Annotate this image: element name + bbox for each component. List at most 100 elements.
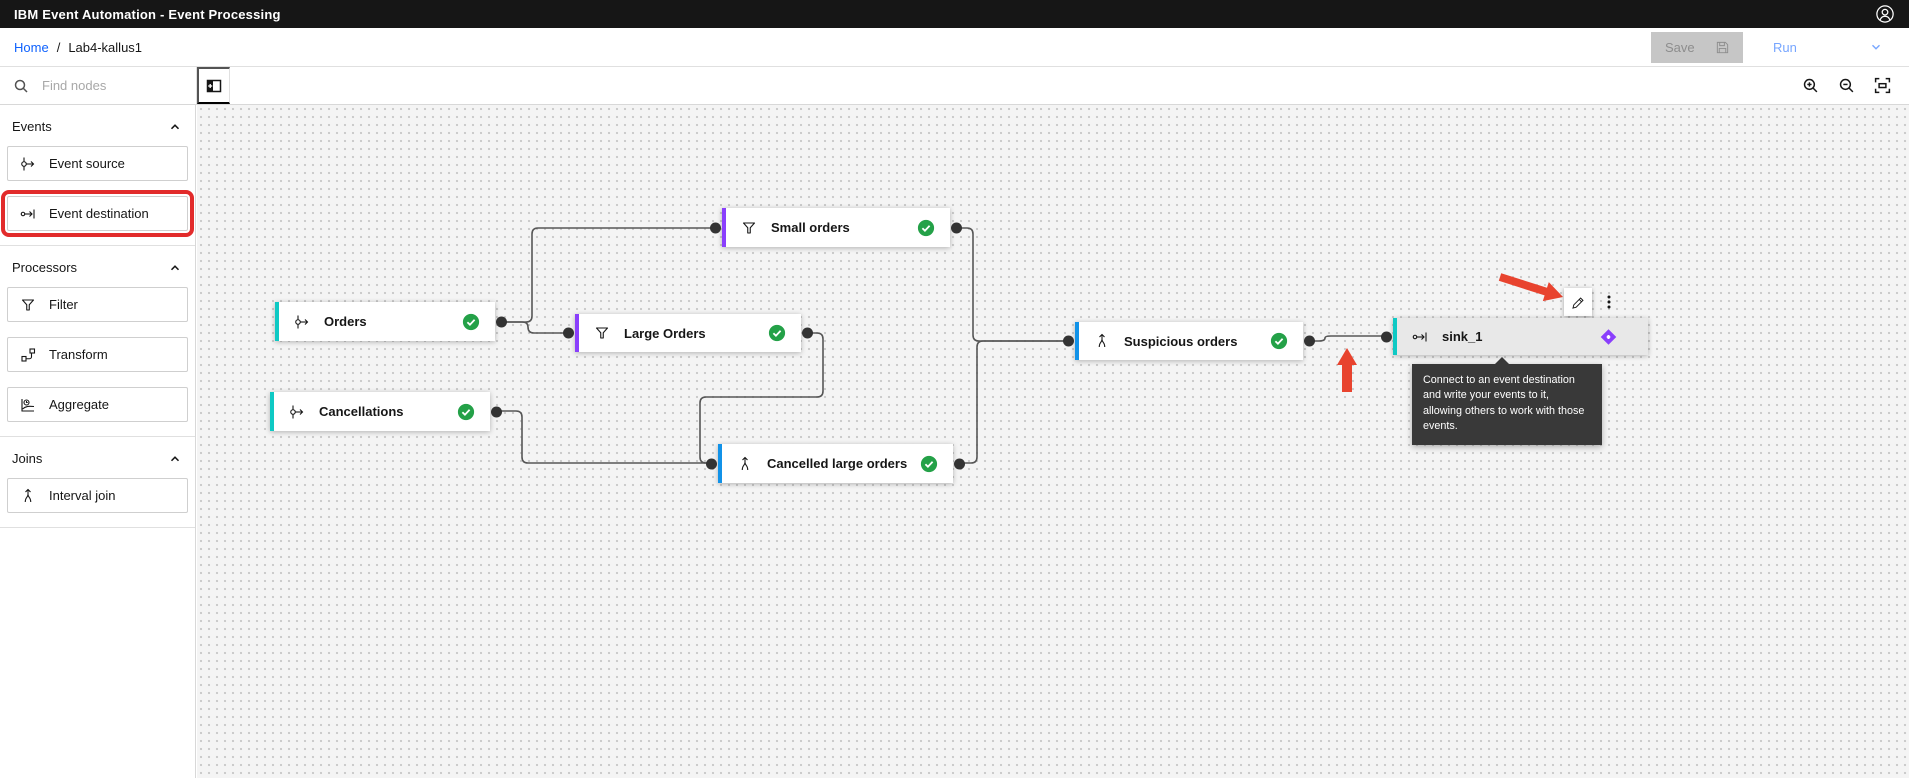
breadcrumb: Home / Lab4-kallus1 — [0, 40, 142, 55]
app-title: IBM Event Automation - Event Processing — [14, 6, 281, 22]
annotation-arrow-diagonal — [1498, 273, 1563, 302]
edit-node-button[interactable] — [1564, 288, 1592, 316]
filter-icon — [741, 220, 757, 236]
output-port[interactable] — [951, 222, 962, 233]
palette-item-event-source[interactable]: Event source — [7, 146, 188, 181]
node-tooltip: Connect to an event destination and writ… — [1412, 356, 1602, 446]
node-label: Orders — [324, 314, 367, 329]
run-button[interactable]: Run — [1757, 32, 1899, 63]
palette-item-label: Event source — [49, 156, 125, 171]
node-label: sink_1 — [1442, 329, 1483, 344]
zoom-controls — [1797, 67, 1909, 104]
action-buttons: Save Run — [1651, 31, 1909, 63]
breadcrumb-home-link[interactable]: Home — [14, 39, 49, 55]
input-port[interactable] — [710, 222, 721, 233]
canvas-node-small-orders[interactable]: Small orders — [710, 208, 962, 247]
output-port[interactable] — [954, 458, 965, 469]
zoom-in-icon — [1802, 77, 1819, 94]
section-header-events[interactable]: Events — [7, 115, 188, 146]
output-port[interactable] — [1304, 335, 1315, 347]
canvas-node-large-orders[interactable]: Large Orders — [563, 314, 813, 352]
palette-item-filter[interactable]: Filter — [7, 287, 188, 322]
user-avatar-icon — [1875, 4, 1895, 24]
section-header-processors[interactable]: Processors — [7, 256, 188, 287]
find-nodes-input[interactable] — [40, 77, 174, 94]
user-menu-button[interactable] — [1875, 4, 1895, 24]
input-port[interactable] — [1381, 331, 1392, 342]
node-label: Cancelled large orders — [767, 456, 908, 471]
output-port[interactable] — [802, 327, 813, 339]
chevron-up-icon — [168, 120, 182, 134]
edges — [496, 227, 1387, 464]
section-header-joins[interactable]: Joins — [7, 447, 188, 478]
node-overflow-menu-button[interactable] — [1596, 288, 1622, 316]
event-source-icon — [294, 314, 310, 330]
fit-to-screen-button[interactable] — [1869, 73, 1895, 99]
edge-suspicious-orders-to-sink_1[interactable] — [1309, 335, 1387, 342]
fit-to-screen-icon — [1874, 77, 1891, 94]
valid-check-icon — [768, 324, 786, 342]
canvas-node-sink_1[interactable]: sink_1 — [1381, 318, 1648, 355]
canvas-node-suspicious-orders[interactable]: Suspicious orders — [1063, 322, 1315, 360]
event-source-icon — [289, 404, 305, 420]
zoom-out-icon — [1838, 77, 1855, 94]
canvas-toolbar — [0, 67, 1909, 105]
palette-item-event-destination[interactable]: Event destination — [1, 190, 194, 237]
filter-icon — [20, 297, 36, 313]
canvas[interactable]: Connect to an event destination and writ… — [197, 105, 1909, 778]
node-accent-bar — [275, 302, 279, 341]
output-port[interactable] — [491, 406, 502, 417]
canvas-node-orders[interactable]: Orders — [275, 302, 507, 341]
join-icon — [737, 456, 753, 472]
aggregate-icon — [20, 397, 36, 413]
save-button-label: Save — [1665, 39, 1695, 55]
edge-large-orders-to-cancelled-large-orders[interactable] — [699, 332, 824, 464]
valid-check-icon — [462, 313, 480, 331]
edge-small-orders-to-suspicious-orders[interactable] — [956, 227, 1069, 342]
join-icon — [20, 488, 36, 504]
palette-item-aggregate[interactable]: Aggregate — [7, 387, 188, 422]
node-label: Suspicious orders — [1124, 333, 1238, 349]
section-label: Joins — [12, 451, 43, 466]
node-label: Small orders — [771, 220, 850, 235]
palette-item-label: Aggregate — [49, 397, 109, 412]
palette-item-transform[interactable]: Transform — [7, 337, 188, 372]
event-destination-icon — [20, 206, 36, 222]
input-port[interactable] — [1063, 335, 1074, 347]
edge-cancelled-large-orders-to-suspicious-orders[interactable] — [959, 340, 1069, 464]
pencil-icon — [1571, 295, 1586, 310]
edge-cancellations-to-cancelled-large-orders[interactable] — [496, 410, 712, 464]
node-accent-bar — [718, 444, 722, 483]
zoom-in-button[interactable] — [1797, 73, 1823, 99]
save-button[interactable]: Save — [1651, 31, 1743, 63]
chevron-up-icon — [168, 452, 182, 466]
input-port[interactable] — [563, 327, 574, 339]
node-accent-bar — [722, 208, 726, 247]
filter-icon — [594, 325, 610, 341]
kebab-menu-icon — [1601, 294, 1617, 310]
output-port[interactable] — [496, 316, 507, 327]
node-label: Cancellations — [319, 404, 404, 419]
save-icon — [1715, 40, 1730, 55]
section-label: Processors — [12, 260, 78, 275]
valid-check-icon — [1270, 332, 1288, 350]
input-port[interactable] — [706, 458, 717, 469]
event-destination-icon — [1412, 329, 1428, 345]
find-nodes-search — [0, 67, 197, 104]
node-accent-bar — [575, 314, 579, 352]
edge-orders-to-large-orders[interactable] — [501, 321, 569, 334]
valid-check-icon — [917, 219, 935, 237]
join-icon — [1094, 333, 1110, 349]
section-label: Events — [12, 119, 52, 134]
zoom-out-button[interactable] — [1833, 73, 1859, 99]
canvas-node-cancelled-large-orders[interactable]: Cancelled large orders — [706, 444, 965, 483]
annotations — [1337, 273, 1563, 392]
canvas-node-cancellations[interactable]: Cancellations — [270, 392, 502, 431]
edge-orders-to-small-orders[interactable] — [501, 227, 716, 323]
open-panel-button[interactable] — [197, 67, 230, 104]
palette-item-interval-join[interactable]: Interval join — [7, 478, 188, 513]
